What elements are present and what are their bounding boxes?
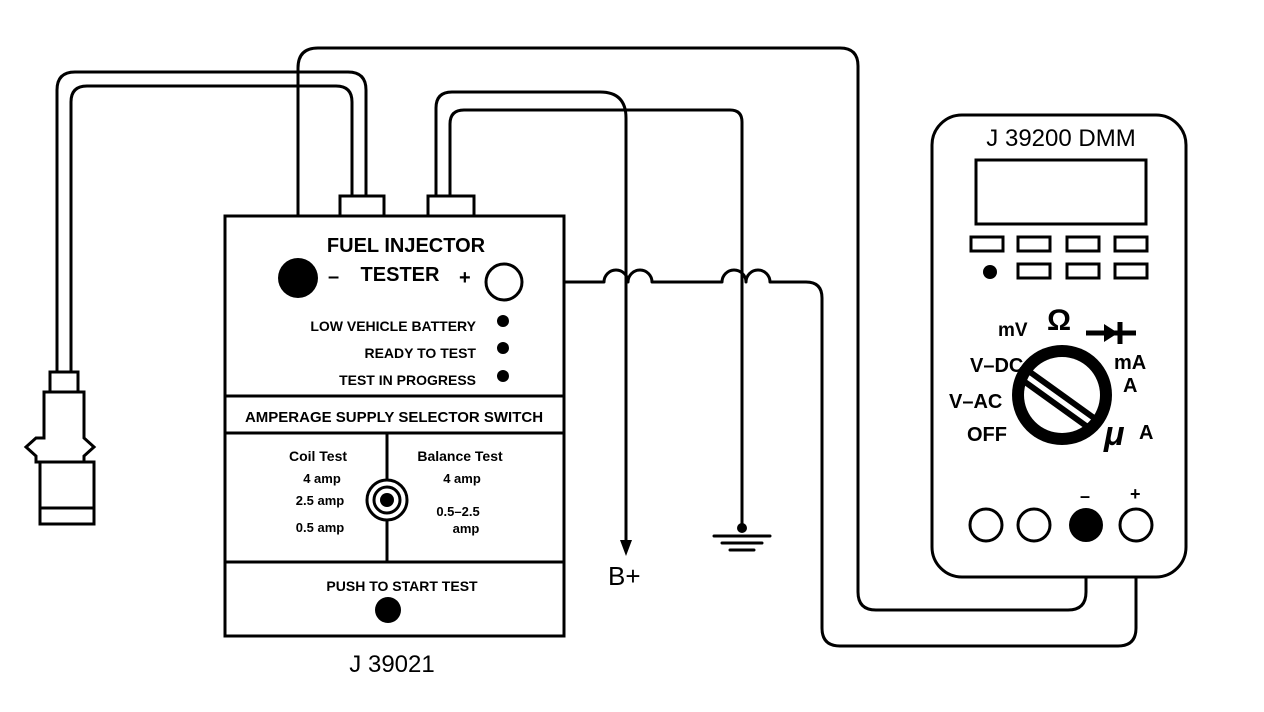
test-leads <box>296 46 1138 648</box>
dmm-jack[interactable] <box>968 507 1004 543</box>
test-in-progress-led <box>497 370 509 382</box>
coil-test-heading: Coil Test <box>289 448 347 464</box>
balance-option-range-unit: amp <box>453 521 480 536</box>
injector-harness <box>23 70 386 526</box>
jack-plus-label: + <box>1130 484 1141 504</box>
jack-minus-label: – <box>1080 486 1090 506</box>
dial-label-off: OFF <box>967 424 1007 446</box>
dmm-jack[interactable] <box>1016 507 1052 543</box>
ground-icon <box>712 523 772 552</box>
dmm-jack-plus[interactable] <box>1118 507 1154 543</box>
dmm-key[interactable] <box>1016 262 1052 280</box>
low-battery-label: LOW VEHICLE BATTERY <box>310 318 476 334</box>
digital-multimeter: J 39200 DMM mV Ω V–DC V–AC OFF mA A μ A … <box>930 113 1188 579</box>
dial-label-a: A <box>1123 375 1137 397</box>
test-in-progress-label: TEST IN PROGRESS <box>339 372 476 388</box>
ready-to-test-label: READY TO TEST <box>364 345 476 361</box>
rotary-selector-dial[interactable] <box>1012 345 1112 445</box>
fuel-injector-tester: FUEL INJECTOR TESTER – + LOW VEHICLE BAT… <box>223 214 566 678</box>
dmm-display <box>974 158 1148 226</box>
positive-terminal[interactable] <box>484 262 524 302</box>
negative-terminal[interactable] <box>278 258 318 298</box>
dial-label-micro: μ <box>1103 415 1125 453</box>
coil-option-0-5amp: 0.5 amp <box>296 520 344 535</box>
dmm-indicator-dot <box>983 265 997 279</box>
dial-label-micro-a: A <box>1139 422 1153 444</box>
ready-to-test-led <box>497 342 509 354</box>
low-battery-led <box>497 315 509 327</box>
dmm-key[interactable] <box>1065 262 1101 280</box>
dmm-key[interactable] <box>1113 262 1149 280</box>
dial-label-ohm: Ω <box>1047 304 1071 337</box>
coil-option-2-5amp: 2.5 amp <box>296 493 344 508</box>
coil-option-4amp: 4 amp <box>303 471 341 486</box>
dial-label-ma: mA <box>1114 352 1146 374</box>
push-to-start-label: PUSH TO START TEST <box>326 578 478 594</box>
selector-title: AMPERAGE SUPPLY SELECTOR SWITCH <box>245 409 543 426</box>
tester-part-number: J 39021 <box>349 651 434 678</box>
balance-test-heading: Balance Test <box>417 448 503 464</box>
negative-terminal-label: – <box>328 266 339 288</box>
positive-terminal-label: + <box>459 267 471 289</box>
dial-label-vdc: V–DC <box>970 355 1023 377</box>
b-plus-arrow-icon <box>620 540 632 556</box>
dmm-key[interactable] <box>1065 235 1101 253</box>
b-plus-label: B+ <box>608 561 641 591</box>
b-plus-lead: B+ <box>426 90 744 591</box>
balance-option-range: 0.5–2.5 <box>436 504 479 519</box>
diode-icon <box>1086 322 1136 344</box>
tester-title: FUEL INJECTOR <box>327 235 486 257</box>
dmm-title: J 39200 DMM <box>986 125 1135 152</box>
balance-option-4amp: 4 amp <box>443 471 481 486</box>
tester-subtitle: TESTER <box>361 264 440 286</box>
dial-label-vac: V–AC <box>949 391 1002 413</box>
amperage-selector-switch[interactable] <box>365 478 409 522</box>
dial-label-mv: mV <box>998 320 1028 341</box>
dmm-key[interactable] <box>1113 235 1149 253</box>
push-to-start-button[interactable] <box>375 597 401 623</box>
dmm-key[interactable] <box>1016 235 1052 253</box>
dmm-key[interactable] <box>969 235 1005 253</box>
dmm-jack-minus[interactable] <box>1069 508 1103 542</box>
